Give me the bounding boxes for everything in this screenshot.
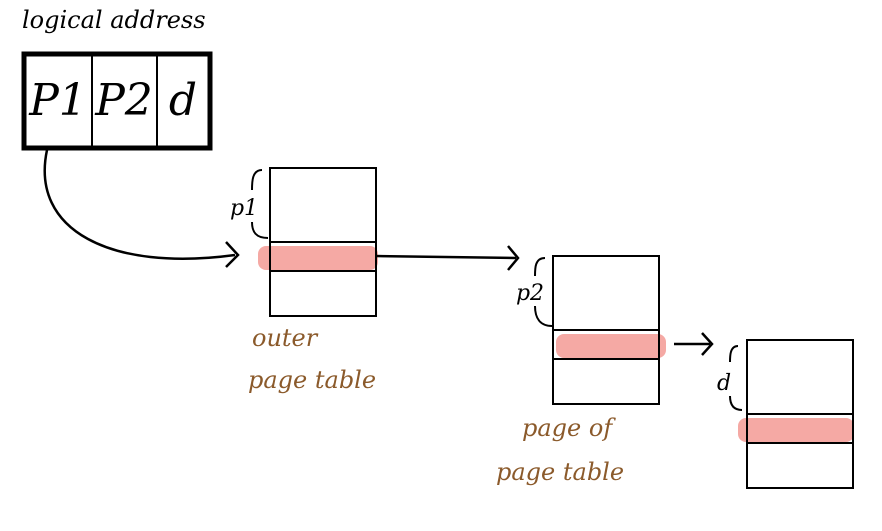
- outer-table-offset-brace: [251, 169, 269, 239]
- page-offset-label: d: [717, 371, 731, 396]
- physical-page: d: [717, 339, 854, 489]
- arrow-head: [507, 245, 520, 271]
- inner-table-offset-brace: [534, 257, 553, 327]
- page-highlight: [738, 418, 854, 442]
- inner-table-caption-line1: page of: [522, 414, 616, 442]
- arrow-p1-to-outer-table: [43, 149, 236, 260]
- arrow-head: [701, 332, 714, 356]
- outer-page-table: p1: [230, 167, 378, 317]
- arrow-outer-to-inner-table: [375, 254, 517, 260]
- logical-address-frame: [21, 51, 213, 151]
- inner-table-offset-label: p2: [516, 281, 544, 306]
- outer-table-caption-line1: outer: [252, 324, 319, 352]
- outer-table-highlight: [258, 246, 378, 270]
- page-offset-brace: [729, 345, 743, 411]
- logical-address-field-d: d: [169, 75, 197, 126]
- arrow-head: [225, 241, 240, 268]
- logical-address-box: P1 P2 d: [21, 51, 213, 151]
- logical-address-field-p1: P1: [28, 75, 87, 126]
- outer-table-caption-line2: page table: [248, 366, 376, 394]
- logical-address-title: logical address: [22, 6, 206, 34]
- inner-table-highlight: [556, 334, 666, 358]
- logical-address-field-p2: P2: [94, 75, 153, 126]
- outer-table-offset-label: p1: [230, 196, 258, 221]
- inner-table-caption-line2: page table: [496, 458, 624, 486]
- inner-page-table: p2: [516, 255, 666, 405]
